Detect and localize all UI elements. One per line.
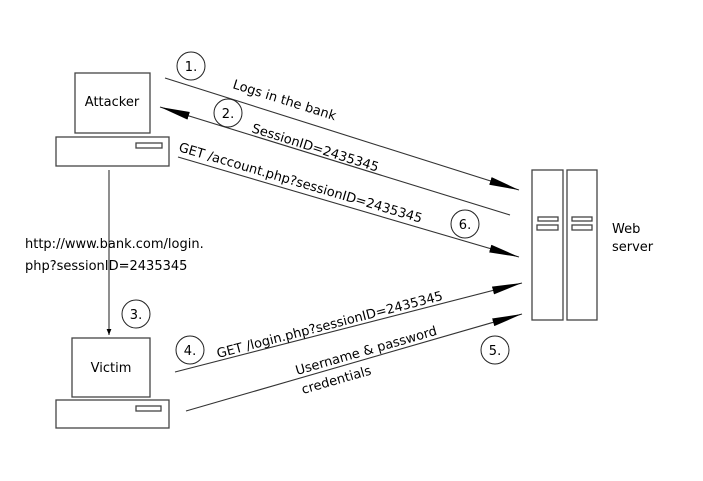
victim-label: Victim [91, 361, 132, 376]
victim-computer: Victim [55, 337, 170, 429]
step-1-badge [176, 51, 206, 81]
attacker-base [55, 136, 170, 167]
server-tower-2 [566, 169, 598, 321]
step-3-badge [121, 299, 151, 329]
step-3-label-line2: php?sessionID=2435345 [25, 259, 187, 274]
arrow-step-1 [164, 77, 520, 191]
arrow-step-5 [185, 313, 523, 412]
server-label-line1: Web [612, 222, 640, 237]
step-2-badge [213, 98, 243, 128]
step-5-number: 5. [489, 344, 501, 359]
web-server: Web server [531, 169, 654, 321]
step-4-badge [175, 335, 205, 365]
step-6-label: GET /account.php?sessionID=2435345 [177, 140, 424, 226]
step-6-badge [450, 209, 480, 239]
step-3-number: 3. [130, 308, 142, 323]
step-4-number: 4. [184, 344, 196, 359]
server-label-line2: server [612, 240, 654, 255]
attacker-drive-slot [135, 142, 163, 149]
step-5-badge [480, 335, 510, 365]
server-1-slot-a [537, 216, 559, 222]
victim-base [55, 399, 170, 429]
server-tower-1 [531, 169, 564, 321]
attacker-computer: Attacker [55, 72, 170, 167]
attacker-monitor [74, 72, 151, 134]
step-1-number: 1. [185, 60, 197, 75]
arrow-step-6 [177, 156, 520, 258]
server-2-slot-b [571, 224, 593, 231]
step-2-number: 2. [222, 107, 234, 122]
step-4-label: GET /login.php?sessionID=2435345 [215, 289, 444, 362]
server-1-slot-b [536, 224, 559, 231]
victim-drive-slot [135, 405, 162, 412]
step-1-label: Logs in the bank [231, 78, 339, 125]
attacker-label: Attacker [85, 95, 140, 110]
victim-monitor [71, 337, 151, 398]
arrow-step-4 [174, 282, 523, 373]
server-2-slot-a [571, 216, 593, 222]
step-6-number: 6. [459, 218, 471, 233]
step-3-label-line1: http://www.bank.com/login. [25, 237, 204, 252]
arrow-step-2 [159, 106, 511, 216]
